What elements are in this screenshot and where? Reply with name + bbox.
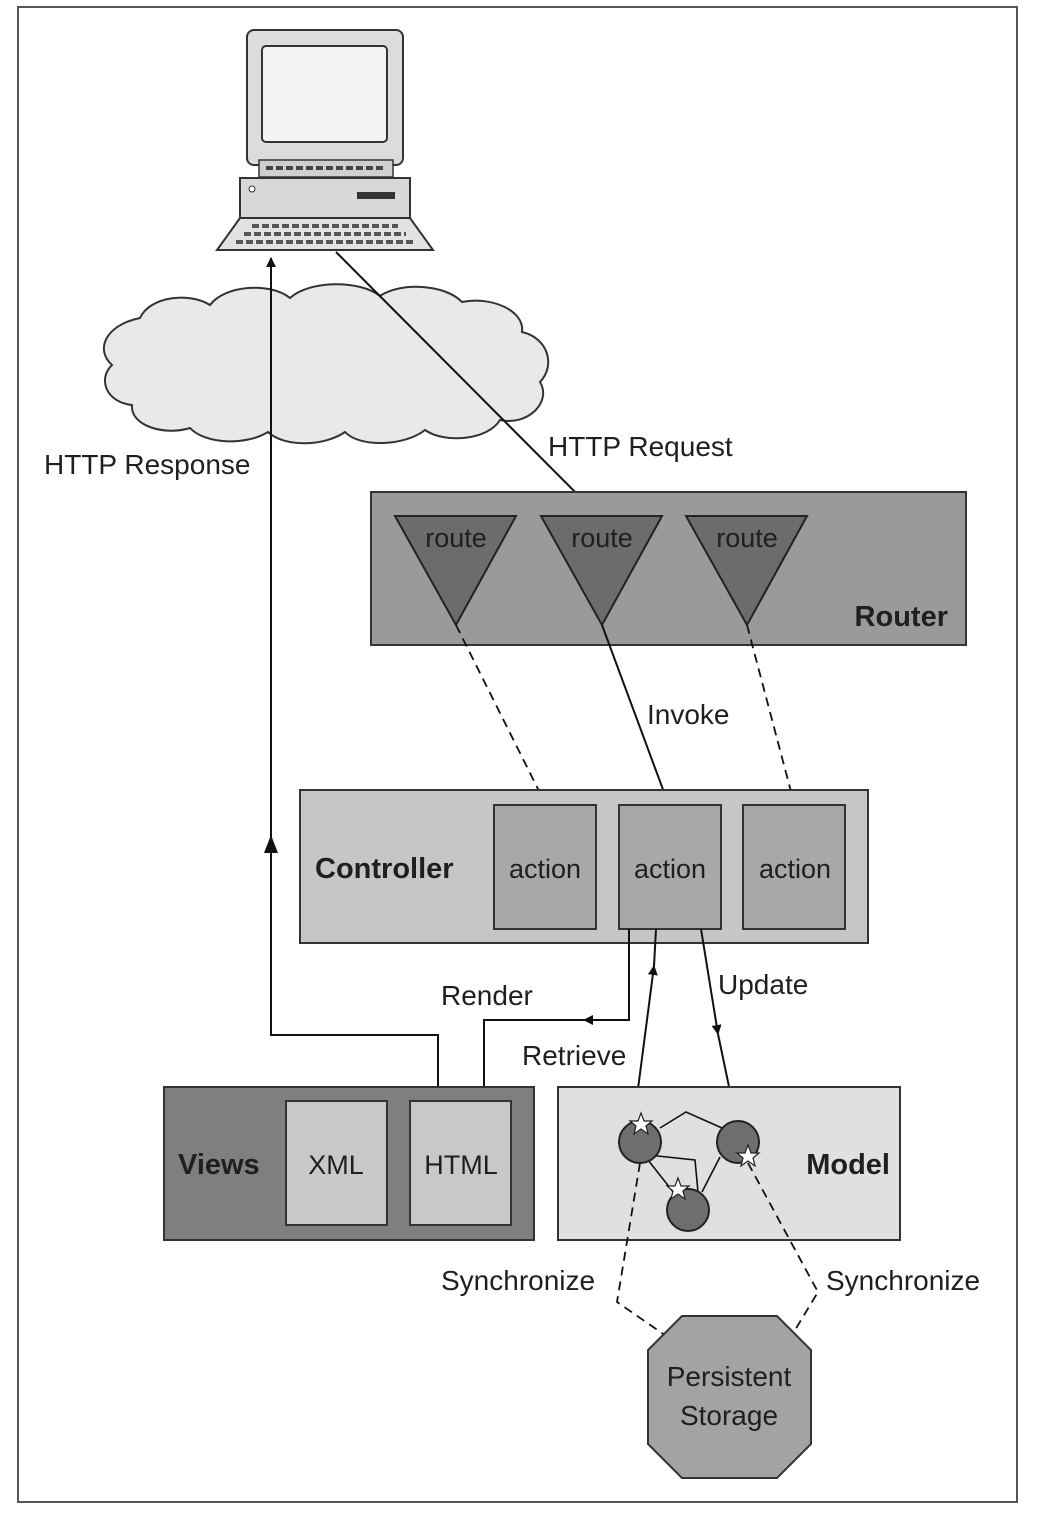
star-icon	[735, 1143, 761, 1168]
action-1-box	[493, 804, 597, 930]
http-request-line	[335, 251, 602, 519]
action-2-box	[618, 804, 722, 930]
controller-label: Controller	[315, 853, 454, 885]
persistent-storage-line2: Storage	[680, 1400, 778, 1431]
persistent-storage-shape	[647, 1315, 812, 1479]
synchronize-left-line	[616, 1162, 673, 1341]
star-icon	[665, 1176, 691, 1201]
synchronize-right-line	[747, 1162, 820, 1341]
route-1-link	[455, 624, 546, 804]
star-icon	[628, 1111, 654, 1136]
render-label: Render	[441, 980, 533, 1011]
synchronize-left-label: Synchronize	[441, 1265, 595, 1296]
invoke-link	[601, 624, 669, 804]
computer-icon	[215, 29, 435, 251]
router-label: Router	[855, 601, 948, 633]
model-node-3	[666, 1188, 710, 1232]
synchronize-right-label: Synchronize	[826, 1265, 980, 1296]
action-3-label: action	[759, 854, 831, 884]
update-label: Update	[718, 969, 808, 1000]
route-2-shape	[539, 515, 664, 628]
route-2-label: route	[571, 523, 633, 553]
retrieve-label: Retrieve	[522, 1040, 626, 1071]
model-label: Model	[806, 1149, 890, 1181]
invoke-label: Invoke	[647, 699, 730, 730]
update-arrow	[700, 928, 722, 1035]
html-label: HTML	[424, 1150, 498, 1180]
route-1-shape	[393, 515, 518, 628]
persistent-storage-line1: Persistent	[667, 1361, 792, 1392]
http-response-mid-arrow	[264, 835, 278, 853]
route-3-label: route	[716, 523, 778, 553]
action-3-box	[742, 804, 846, 930]
xml-label: XML	[308, 1150, 364, 1180]
model-box	[557, 1086, 901, 1241]
page-frame	[17, 6, 1018, 1503]
http-response-label: HTTP Response	[44, 449, 250, 480]
action-1-label: action	[509, 854, 581, 884]
route-1-label: route	[425, 523, 487, 553]
http-request-label: HTTP Request	[548, 431, 733, 462]
cloud-icon	[102, 283, 550, 445]
xml-box	[285, 1100, 388, 1226]
route-3-shape	[684, 515, 809, 628]
render-line	[483, 1019, 584, 1100]
retrieve-line	[653, 928, 657, 967]
render-arrow	[583, 929, 630, 1025]
views-label: Views	[178, 1149, 260, 1181]
route-3-link	[746, 624, 795, 804]
html-box	[409, 1100, 512, 1226]
http-response-line	[266, 257, 439, 1100]
action-2-label: action	[634, 854, 706, 884]
